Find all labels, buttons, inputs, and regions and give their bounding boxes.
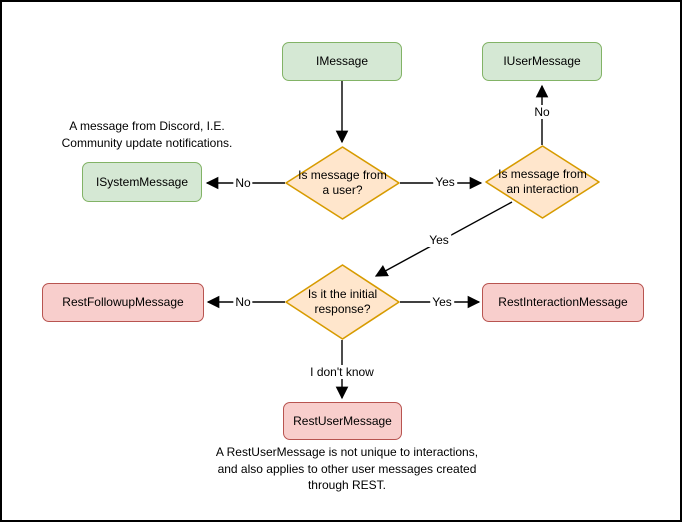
edge-label-user-yes: Yes	[433, 175, 457, 189]
node-iusermessage: IUserMessage	[482, 42, 602, 81]
node-restfollowupmessage: RestFollowupMessage	[42, 283, 204, 322]
edge-label-user-no: No	[233, 176, 253, 190]
diamond-shape	[285, 264, 400, 340]
node-question-is-from-user-label: Is message from a user?	[298, 168, 387, 197]
diamond-shape	[485, 145, 600, 219]
node-question-is-from-interaction: Is message from an interaction	[485, 145, 600, 219]
edge-label-interaction-yes: Yes	[427, 233, 451, 247]
note-restusermessage: A RestUserMessage is not unique to inter…	[215, 445, 479, 492]
edge-label-initial-unknown: I don't know	[308, 365, 376, 379]
node-imessage-label: IMessage	[315, 54, 369, 68]
note-isystemmessage: A message from Discord, I.E. Community u…	[61, 119, 233, 150]
node-restusermessage-label: RestUserMessage	[293, 413, 392, 428]
node-isystemmessage-label: ISystemMessage	[95, 174, 189, 189]
node-isystemmessage: ISystemMessage	[82, 162, 202, 202]
node-question-is-initial-response-label: Is it the initial response?	[307, 287, 378, 316]
edge-label-interaction-no: No	[532, 105, 552, 119]
node-imessage: IMessage	[282, 42, 402, 81]
node-question-is-from-interaction-label: Is message from an interaction	[498, 167, 587, 196]
edge-label-initial-yes: Yes	[430, 295, 454, 309]
node-restinteractionmessage: RestInteractionMessage	[482, 283, 644, 322]
node-iusermessage-label: IUserMessage	[503, 54, 581, 68]
node-restinteractionmessage-label: RestInteractionMessage	[498, 295, 628, 309]
node-restfollowupmessage-label: RestFollowupMessage	[62, 295, 184, 309]
diamond-shape	[285, 146, 400, 220]
node-restusermessage: RestUserMessage	[283, 402, 402, 440]
edge-label-initial-no: No	[233, 295, 253, 309]
node-question-is-initial-response: Is it the initial response?	[285, 264, 400, 340]
node-question-is-from-user: Is message from a user?	[285, 146, 400, 220]
